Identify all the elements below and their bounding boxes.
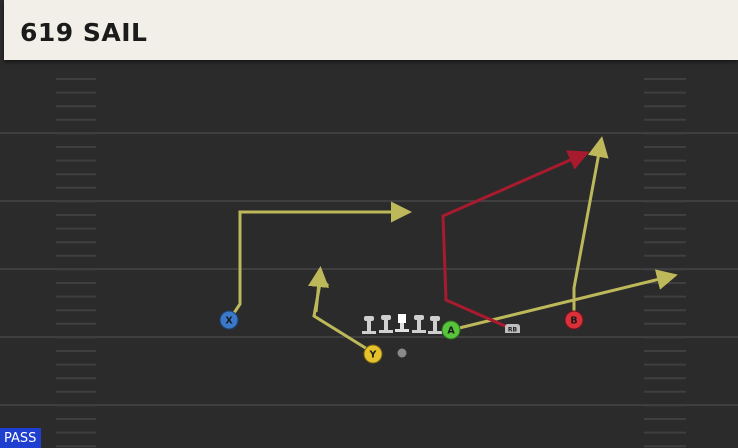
route-x bbox=[228, 201, 412, 320]
hash-marks-right bbox=[644, 78, 686, 448]
player-a-label: A bbox=[447, 326, 455, 337]
lineman-marker-icon bbox=[428, 316, 442, 334]
lineman-marker-icon bbox=[379, 315, 393, 333]
lineman-marker-icon bbox=[412, 315, 426, 333]
player-y[interactable]: Y bbox=[363, 344, 383, 364]
routes bbox=[228, 136, 678, 354]
route-y-tip bbox=[308, 266, 329, 313]
play-title-bar: 619 SAIL bbox=[4, 0, 738, 60]
play-name-title: 619 SAIL bbox=[20, 17, 148, 47]
player-rb-label: RB bbox=[508, 327, 518, 334]
player-y-label: Y bbox=[369, 350, 377, 361]
player-x[interactable]: X bbox=[219, 310, 239, 330]
route-b bbox=[572, 136, 609, 320]
offensive-line bbox=[362, 314, 442, 334]
yard-lines bbox=[0, 132, 738, 406]
field-surface bbox=[0, 60, 738, 448]
player-b-label: B bbox=[570, 316, 577, 327]
hash-marks-left bbox=[56, 78, 96, 448]
route-a bbox=[450, 269, 678, 332]
center-marker-icon bbox=[395, 314, 409, 332]
route-rb-primary bbox=[441, 150, 590, 331]
player-x-label: X bbox=[225, 316, 233, 327]
quarterback-marker bbox=[397, 348, 407, 358]
lineman-marker-icon bbox=[362, 316, 376, 334]
player-b[interactable]: B bbox=[564, 310, 584, 330]
play-type-badge: PASS bbox=[0, 428, 42, 448]
player-rb[interactable]: RB bbox=[505, 324, 520, 334]
player-a[interactable]: A bbox=[441, 320, 461, 340]
